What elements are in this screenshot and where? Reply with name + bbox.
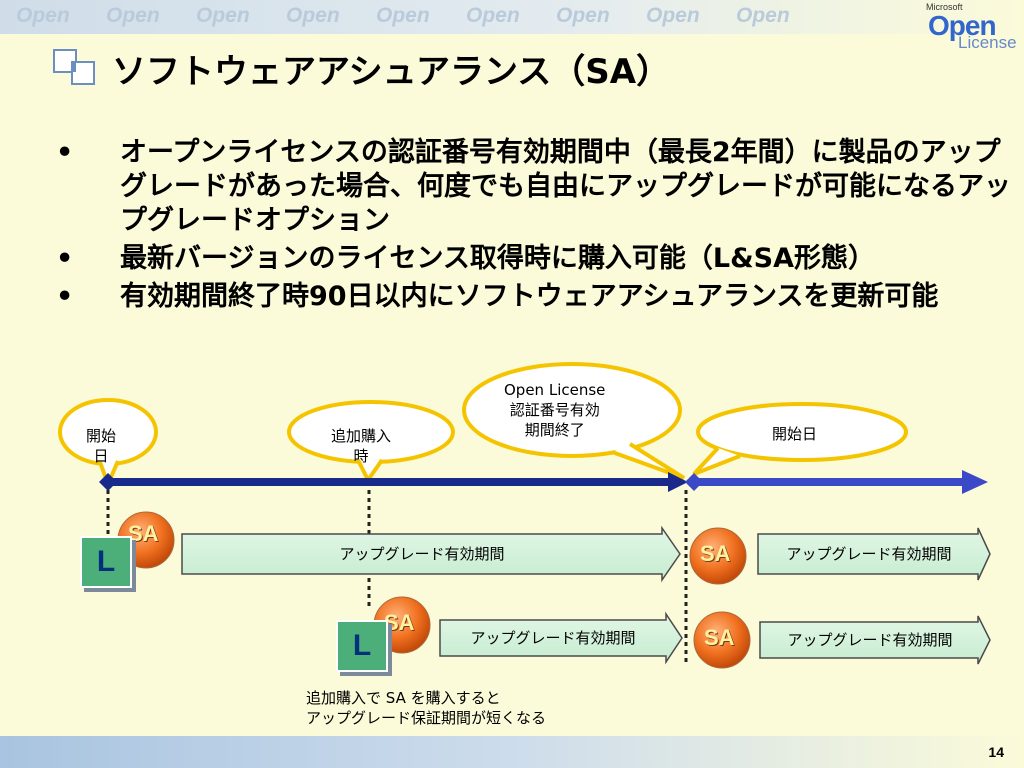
sa-ball	[689, 527, 747, 585]
bullet-marker: •	[56, 281, 74, 312]
bullet-text: オープンライセンスの認証番号有効期間中（最長2年間）に製品のアップグレードがあっ…	[120, 137, 1011, 236]
timeline-graphics	[58, 362, 991, 669]
watermark-text: Open	[376, 4, 430, 27]
callout-next-start-text: 開始日	[772, 425, 818, 443]
sa-ball	[693, 611, 751, 669]
logo-microsoft-text: Microsoft	[926, 2, 963, 12]
upgrade-period-arrow	[439, 611, 683, 665]
page-number: 14	[988, 744, 1004, 760]
timeline-renew-marker	[685, 473, 703, 491]
watermark-text: Open	[646, 4, 700, 27]
watermark-text: Open	[106, 4, 160, 27]
bullet-marker: •	[56, 243, 74, 274]
watermark-text: Open	[736, 4, 790, 27]
open-license-logo: Microsoft Open License	[922, 2, 1022, 52]
license-l-box: L	[336, 620, 388, 672]
upgrade-period-arrow	[759, 615, 991, 665]
license-l-box: L	[80, 536, 132, 588]
bullet-item: • 有効期間終了時90日以内にソフトウェアアシュアランスを更新可能	[56, 280, 1016, 314]
timeline-arrowhead	[668, 472, 688, 492]
bullet-item: • 最新バージョンのライセンス取得時に購入可能（L&SA形態）	[56, 242, 1016, 276]
logo-open-text: Open	[928, 10, 997, 41]
sa-label: SA	[128, 521, 159, 546]
sa-label: SA	[704, 625, 735, 650]
callout-expire	[462, 362, 682, 458]
watermark-text: Open	[196, 4, 250, 27]
watermark-text: Open	[466, 4, 520, 27]
timeline-arrowhead	[962, 470, 988, 494]
watermark-text: Open	[16, 4, 70, 27]
timeline-start-marker	[99, 473, 117, 491]
footer-bar	[0, 736, 1024, 768]
upgrade-period-label: アップグレード有効期間	[787, 631, 953, 649]
upgrade-period-arrow	[181, 525, 681, 583]
slide-title: ソフトウェアアシュアランス（SA）	[112, 52, 671, 92]
upgrade-period-label: アップグレード有効期間	[339, 545, 505, 563]
callout-additional-text: 追加購入時	[331, 427, 392, 465]
upgrade-period-label: アップグレード有効期間	[786, 545, 952, 563]
callout-next-start	[696, 402, 908, 462]
bullet-text: 最新バージョンのライセンス取得時に購入可能（L&SA形態）	[120, 243, 876, 274]
bullet-text: 有効期間終了時90日以内にソフトウェアアシュアランスを更新可能	[120, 281, 939, 312]
bullet-list: • オープンライセンスの認証番号有効期間中（最長2年間）に製品のアップグレードが…	[56, 136, 1016, 318]
sa-label: SA	[700, 541, 731, 566]
header-banner: Open Open Open Open Open Open Open Open …	[0, 0, 1024, 34]
upgrade-period-label: アップグレード有効期間	[470, 629, 636, 647]
watermark-text: Open	[556, 4, 610, 27]
diagram-note: 追加購入で SA を購入するとアップグレード保証期間が短くなる	[306, 689, 547, 727]
upgrade-period-arrow	[757, 527, 991, 581]
bullet-marker: •	[56, 137, 74, 168]
callout-start-text: 開始日	[86, 427, 117, 465]
watermark-text: Open	[286, 4, 340, 27]
logo-license-text: License	[958, 33, 1017, 52]
bullet-item: • オープンライセンスの認証番号有効期間中（最長2年間）に製品のアップグレードが…	[56, 136, 1016, 238]
title-squares-icon	[53, 49, 95, 85]
sa-label: SA	[384, 610, 415, 635]
